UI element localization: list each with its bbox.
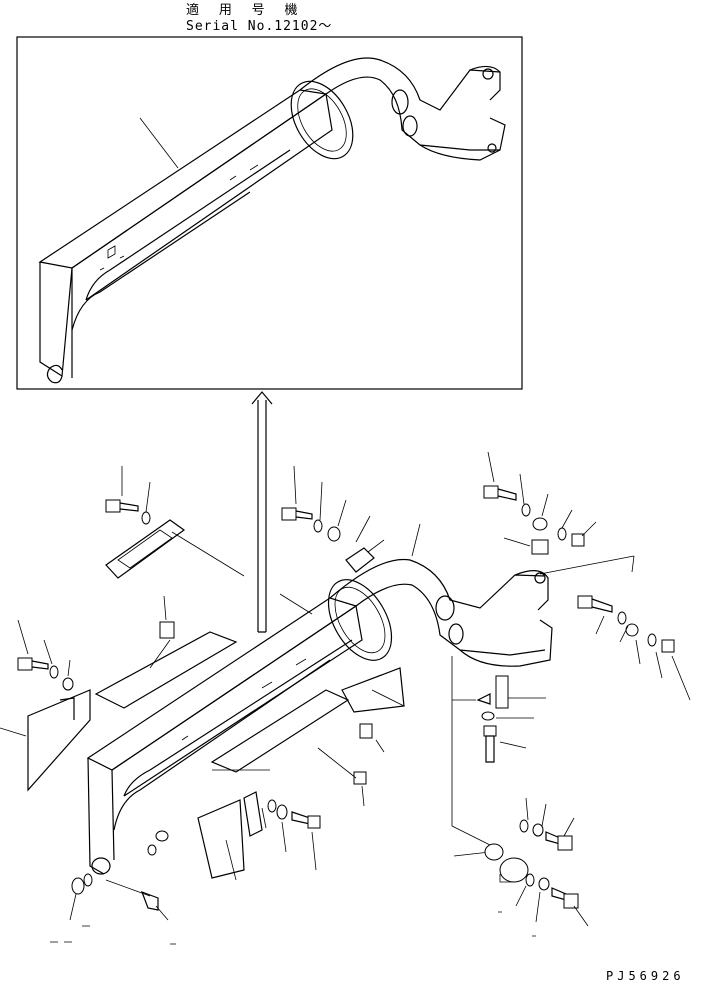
washer-icon — [267, 799, 277, 813]
washer-icon — [647, 633, 657, 647]
plate-icon — [197, 799, 245, 879]
washer-icon — [276, 804, 288, 820]
plate-icon — [105, 519, 186, 579]
bolt-icon — [105, 499, 139, 513]
pin-icon — [159, 621, 175, 639]
washer-icon — [83, 873, 93, 887]
bolt-icon — [577, 595, 613, 613]
washer-icon — [519, 819, 529, 833]
nut-icon — [353, 771, 367, 785]
washer-icon — [49, 665, 59, 679]
arrow-up-icon — [251, 391, 273, 633]
pin-icon — [140, 890, 159, 911]
washer-icon — [499, 857, 529, 883]
nut-icon — [571, 533, 585, 547]
serial-number-label: Serial No.12102～ — [186, 19, 333, 34]
washer-icon — [141, 511, 151, 525]
applicable-machine-label: 適 用 号 機 — [186, 3, 304, 18]
bolt-icon — [551, 887, 579, 909]
bolt-icon — [17, 657, 49, 671]
inset-frame-box — [16, 36, 523, 390]
washer-icon — [313, 519, 323, 533]
bolt-icon — [545, 831, 573, 851]
pin-icon — [495, 675, 509, 709]
washer-icon — [521, 503, 531, 517]
washer-icon — [327, 526, 341, 542]
washer-icon — [484, 843, 504, 861]
hardware-group-right — [451, 451, 691, 927]
bolt-icon — [281, 507, 313, 521]
washer-icon — [525, 873, 535, 887]
plate-icon — [341, 667, 405, 713]
pin-icon — [531, 539, 549, 555]
bolt-icon — [483, 485, 517, 501]
nut-icon — [661, 639, 675, 653]
hardware-group-left — [0, 466, 321, 921]
washer-icon — [625, 623, 639, 637]
bolt-icon — [291, 811, 321, 829]
washer-icon — [532, 823, 544, 837]
washer-icon — [481, 711, 495, 721]
plate-icon — [345, 547, 375, 573]
washer-icon — [155, 830, 169, 842]
washer-icon — [538, 877, 550, 891]
washer-icon — [532, 517, 548, 531]
inset-frame-drawing — [38, 57, 506, 384]
hardware-group-center — [171, 465, 421, 807]
washer-icon — [147, 844, 157, 856]
washer-icon — [71, 877, 85, 895]
washer-icon — [557, 527, 567, 541]
pin-icon — [359, 723, 373, 739]
bolt-icon — [483, 725, 497, 763]
washer-icon — [617, 611, 627, 625]
figure-code: PJ56926 — [606, 969, 685, 983]
plate-icon — [27, 689, 91, 792]
washer-icon — [62, 677, 74, 691]
